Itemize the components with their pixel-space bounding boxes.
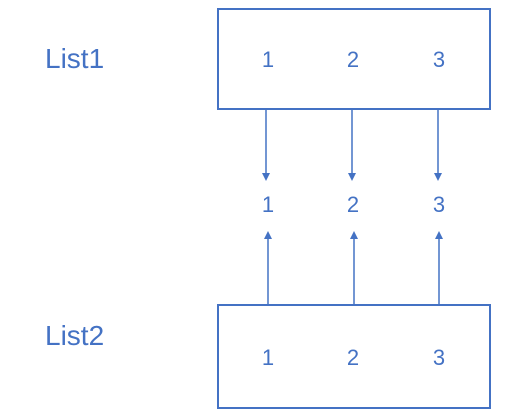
list1-item-1: 1 (262, 47, 274, 72)
result-item-1: 1 (262, 192, 274, 217)
list1-label: List1 (45, 43, 104, 74)
list2-item-2: 2 (347, 345, 359, 370)
list1-item-2: 2 (347, 47, 359, 72)
result-item-2: 2 (347, 192, 359, 217)
list1-box (217, 8, 491, 110)
list2-item-1: 1 (262, 345, 274, 370)
list2-box (217, 304, 491, 409)
result-item-3: 3 (433, 192, 445, 217)
list2-label: List2 (45, 320, 104, 351)
list1-item-3: 3 (433, 47, 445, 72)
list2-item-3: 3 (433, 345, 445, 370)
